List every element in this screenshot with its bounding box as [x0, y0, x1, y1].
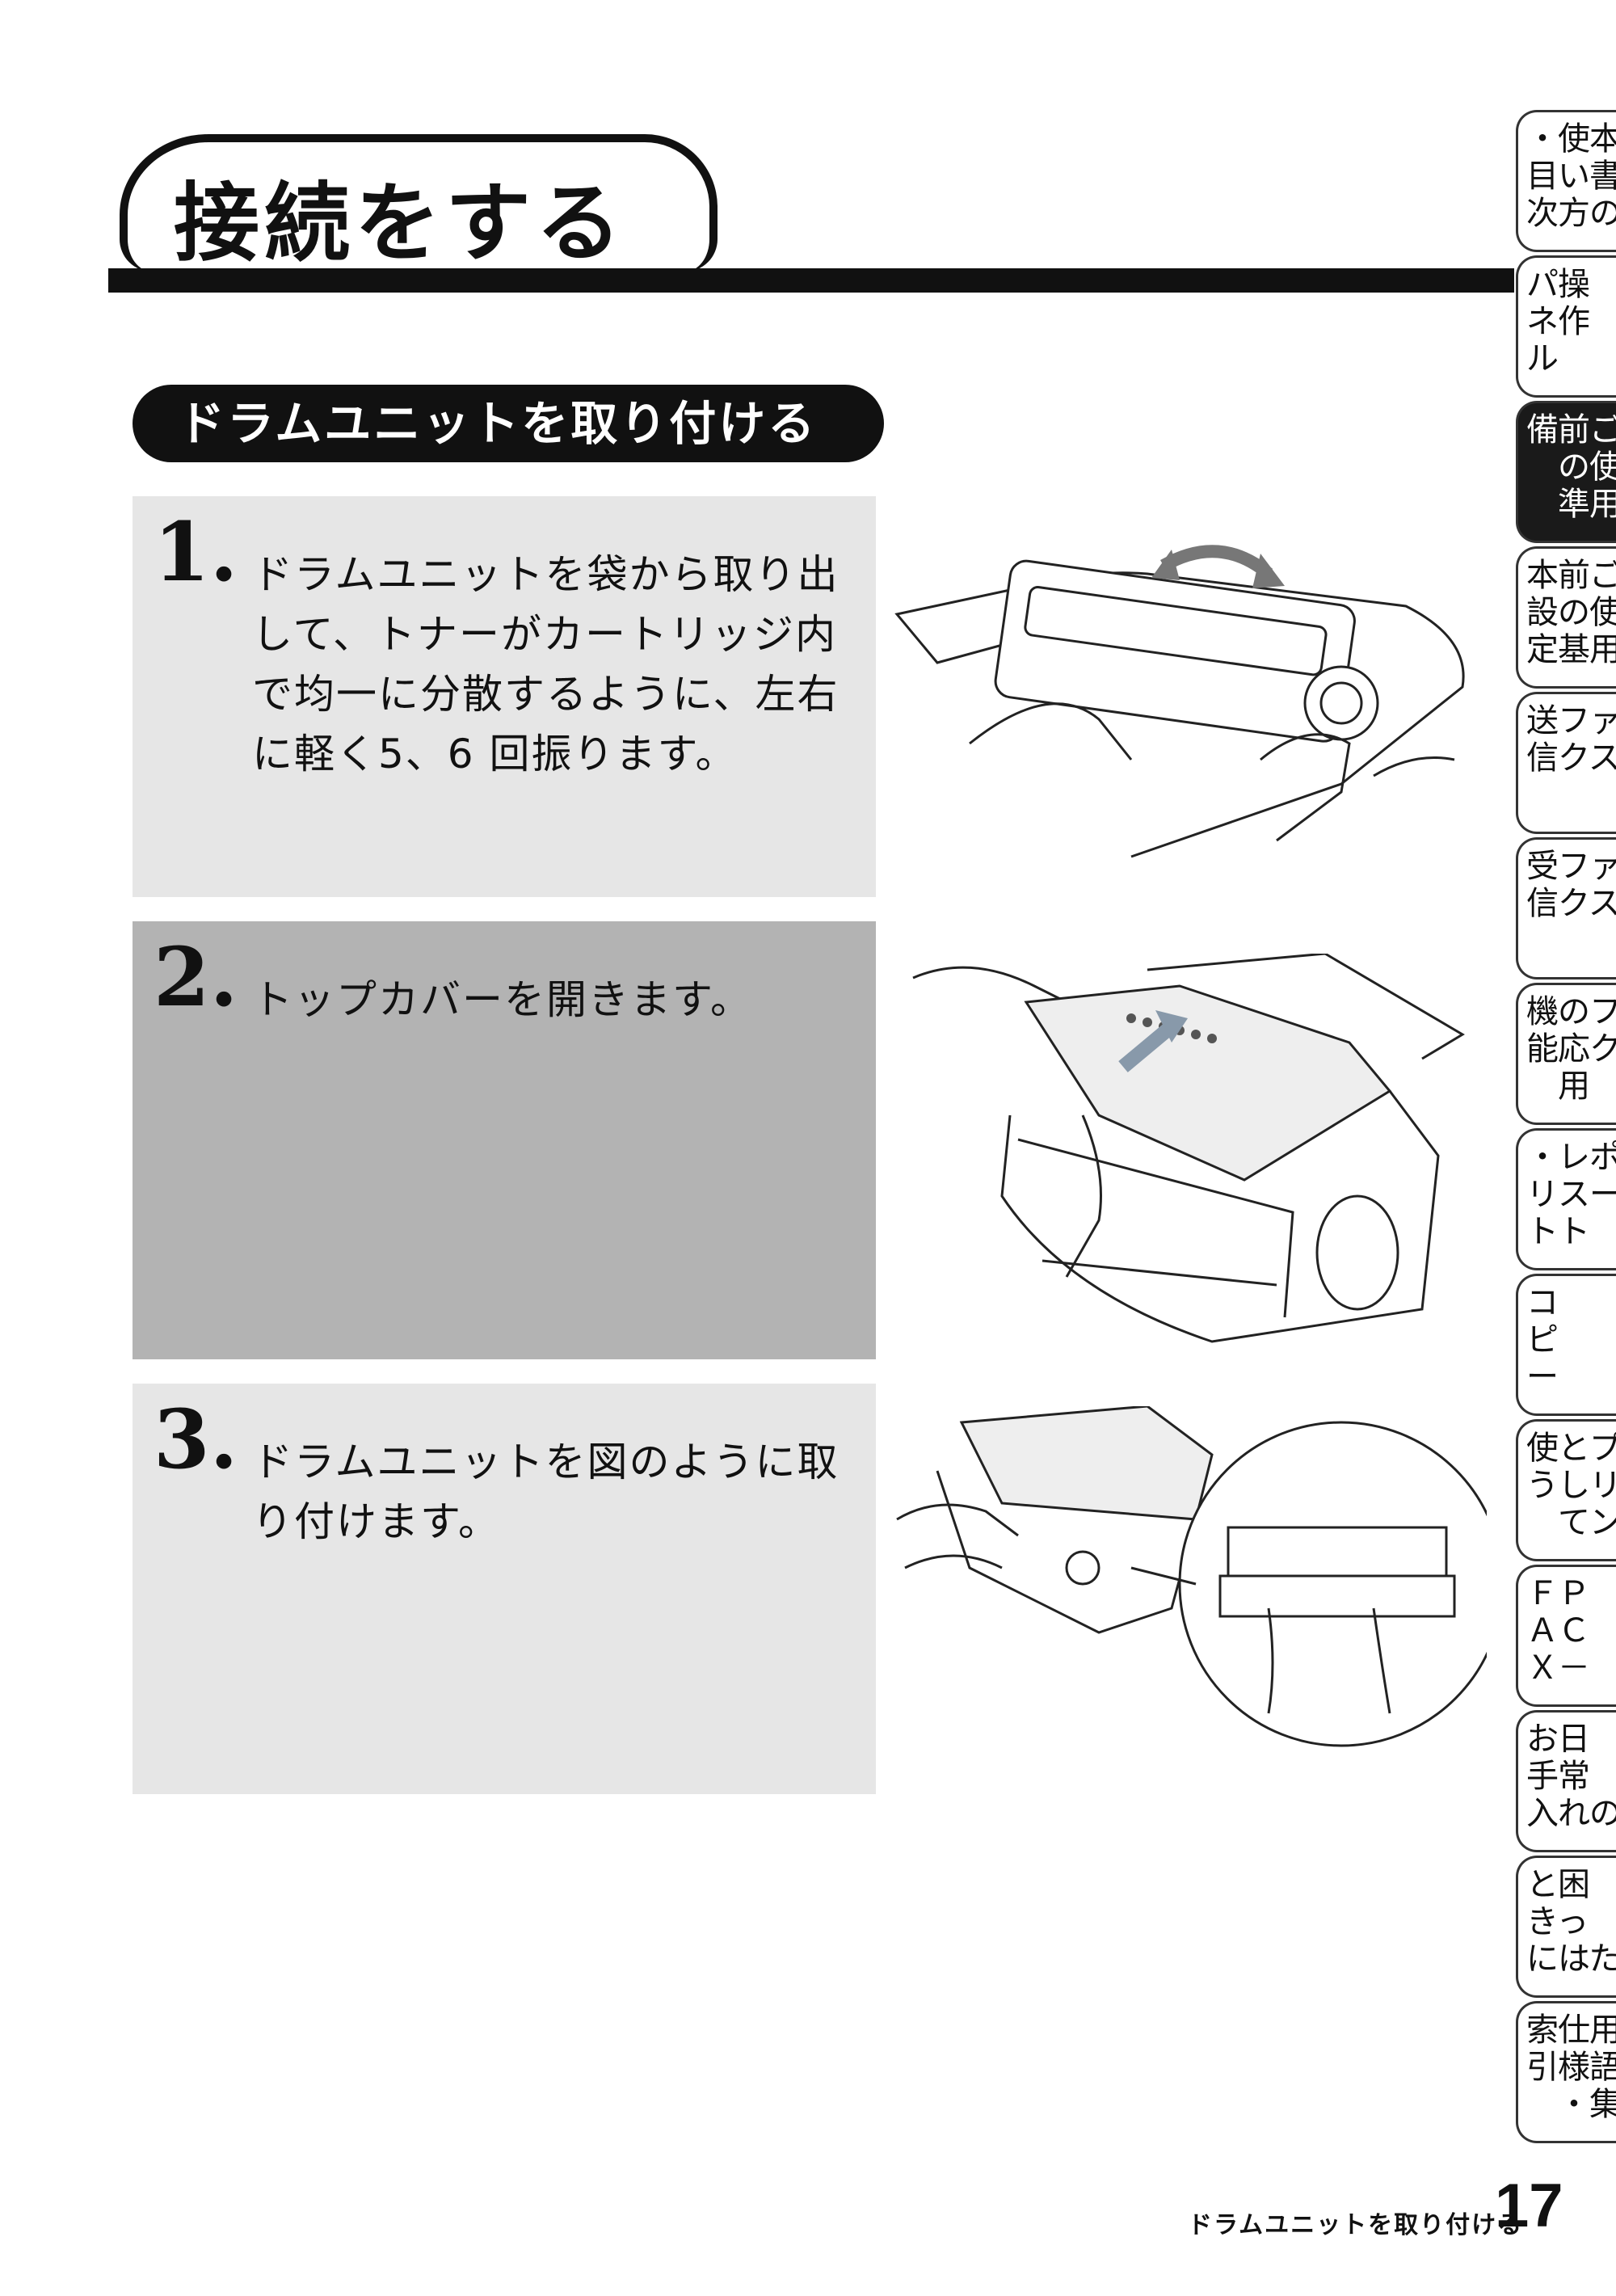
step-1-box: 1. ドラムユニットを袋から取り出して、トナーがカートリッジ内で均一に分散するよ…	[133, 496, 876, 897]
tab-reports-lists[interactable]: ・レポ リスー トト	[1516, 1128, 1616, 1270]
tab-fax-receive[interactable]: 受ファ 信クス	[1516, 837, 1616, 979]
tab-fax-send[interactable]: 送ファ 信クス	[1516, 692, 1616, 834]
install-drum-unit-illustration	[896, 1406, 1487, 1747]
tab-preparation[interactable]: 備前ご の使 準用	[1516, 401, 1616, 543]
tab-index[interactable]: 索仕用 引様語 ・集・	[1516, 2001, 1616, 2143]
step-2-box: 2. トップカバーを開きます。	[133, 921, 876, 1359]
page-title: 接続をする	[174, 174, 626, 273]
tab-troubleshooting[interactable]: と困 きっ にはた	[1516, 1856, 1616, 1998]
step-1-number: 1.	[154, 504, 238, 600]
step-2-text: トップカバーを開きます。	[252, 976, 752, 1023]
zoom-circle	[1178, 1421, 1487, 1747]
step-2-number: 2.	[154, 929, 238, 1025]
tab-fax-advanced[interactable]: 機のファ 能応クス 用	[1516, 983, 1616, 1125]
tab-pc-fax[interactable]: ＦＰ ＡＣ Ｘ－	[1516, 1565, 1616, 1707]
tab-basic-settings[interactable]: 本前ご 設の使 定基用	[1516, 546, 1616, 689]
tab-maintenance[interactable]: お日 手常 入れの	[1516, 1710, 1616, 1852]
page-number: 17	[1495, 2172, 1563, 2240]
footer-label: ドラムユニットを取り付ける	[1188, 2211, 1524, 2239]
step-3-box: 3. ドラムユニットを図のように取り付けます。	[133, 1384, 876, 1794]
step-1-text: ドラムユニットを袋から取り出して、トナーがカートリッジ内で均一に分散するように、…	[252, 551, 840, 777]
step-3-number: 3.	[154, 1392, 238, 1487]
open-top-cover-illustration	[912, 954, 1465, 1343]
section-title: ドラムユニットを取り付ける	[133, 385, 884, 462]
title-frame	[120, 134, 718, 272]
tab-operation-panel[interactable]: パ操 ネ作 ル	[1516, 255, 1616, 398]
tab-contents[interactable]: ・使本 目い書 次方の	[1516, 110, 1616, 252]
drum-unit-shake-illustration	[894, 545, 1465, 858]
title-rule	[108, 268, 1514, 293]
tab-printer[interactable]: 使とプ うしリ てンタ	[1516, 1419, 1616, 1561]
step-3-text: ドラムユニットを図のように取り付けます。	[252, 1439, 840, 1545]
tab-copy[interactable]: コ ピ ー	[1516, 1274, 1616, 1416]
